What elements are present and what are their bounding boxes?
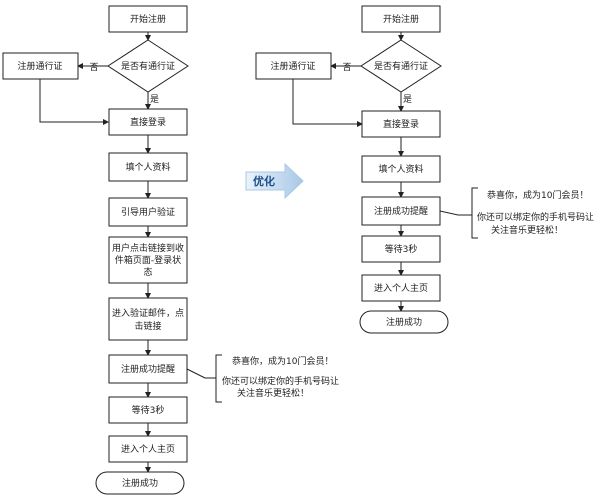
left-click-link-box	[108, 236, 188, 284]
right-fill-profile-box	[361, 155, 441, 183]
left-click-link-line2: 件箱页面-登录状	[115, 254, 181, 266]
right-register-pass-label: 注册通行证	[270, 60, 315, 72]
right-fill-profile-label: 填个人资料	[378, 163, 423, 175]
left-fill-profile-label: 填个人资料	[125, 161, 170, 173]
left-end-terminal	[95, 471, 185, 495]
left-note-line1: 恭喜你，成为10门会员！	[232, 355, 333, 367]
right-enter-home-box	[361, 274, 441, 302]
left-enter-home-box	[108, 435, 188, 463]
right-note-bracket	[471, 187, 478, 239]
left-note-line3: 关注音乐更轻松！	[237, 387, 309, 399]
right-enter-home-label: 进入个人主页	[374, 282, 428, 294]
right-wait-label: 等待3秒	[385, 243, 418, 255]
left-guide-verify-box	[108, 197, 188, 227]
left-fill-profile-box	[108, 152, 188, 182]
left-yes-label: 是	[150, 94, 159, 105]
right-start-box	[361, 5, 441, 33]
right-yes-label: 是	[403, 94, 412, 105]
right-note-line3: 关注音乐更轻松！	[491, 224, 563, 236]
right-flowchart: 开始注册 是否有通行证 否 注册通行证 是 直接登录 填个人资料 注册成功提醒 …	[255, 5, 594, 334]
left-enter-mail-line1: 进入验证邮件，点	[112, 307, 184, 319]
right-login-label: 直接登录	[383, 118, 419, 130]
right-wait-box	[361, 235, 441, 263]
left-note-line2: 你还可以绑定你的手机号码让	[222, 375, 339, 387]
left-start-label: 开始注册	[130, 13, 166, 25]
right-register-pass-box	[255, 52, 332, 80]
left-guide-verify-label: 引导用户验证	[121, 206, 175, 218]
left-flowchart: 开始注册 是否有通行证 否 注册通行证 是 直接登录 填个人资料 引导用户验证 …	[2, 5, 339, 495]
left-decision-label: 是否有通行证	[121, 60, 175, 72]
right-success-remind-label: 注册成功提醒	[374, 205, 428, 217]
left-wait-label: 等待3秒	[132, 404, 165, 416]
left-success-remind-label: 注册成功提醒	[121, 363, 175, 375]
left-end-label: 注册成功	[122, 477, 158, 489]
optimize-arrow: 优化	[245, 162, 304, 200]
right-note-line1: 恭喜你，成为10门会员！	[487, 189, 588, 201]
left-register-pass-box	[2, 52, 79, 80]
right-end-label: 注册成功	[386, 316, 422, 328]
left-no-label: 否	[89, 62, 98, 73]
left-register-pass-label: 注册通行证	[17, 60, 62, 72]
right-end-terminal	[359, 310, 449, 334]
left-enter-home-label: 进入个人主页	[121, 443, 175, 455]
left-login-label: 直接登录	[130, 116, 166, 128]
left-enter-mail-line2: 击链接	[134, 320, 161, 332]
optimize-label: 优化	[253, 174, 275, 188]
right-no-label: 否	[342, 62, 351, 73]
left-click-link-line1: 用户点击链接到收	[112, 242, 184, 254]
left-click-link-line3: 态	[143, 266, 152, 278]
left-login-box	[108, 108, 188, 136]
right-note-line2: 你还可以绑定你的手机号码让	[477, 211, 594, 223]
right-decision-label: 是否有通行证	[374, 60, 428, 72]
right-start-label: 开始注册	[383, 13, 419, 25]
left-enter-mail-box	[108, 297, 188, 341]
left-wait-box	[108, 396, 188, 424]
left-start-box	[108, 5, 188, 33]
